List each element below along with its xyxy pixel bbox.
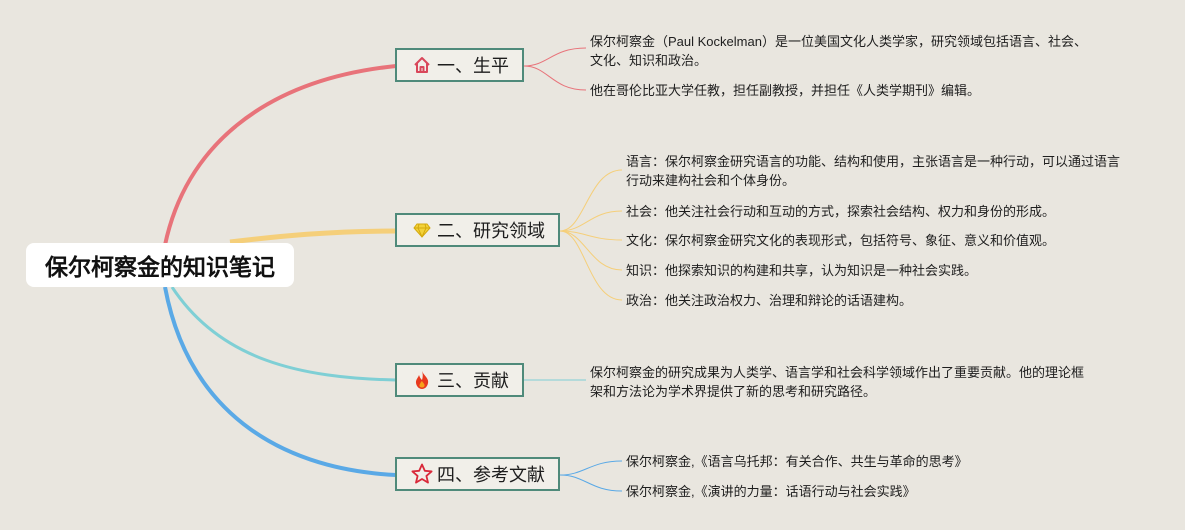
note-item[interactable]: 知识：他探索知识的构建和共享，认为知识是一种社会实践。 bbox=[626, 263, 978, 278]
branch-biography[interactable]: 一、生平 bbox=[395, 48, 524, 82]
note-item[interactable]: 保尔柯察金,《演讲的力量：话语行动与社会实践》 bbox=[626, 484, 916, 499]
sub-connector bbox=[559, 474, 623, 492]
sub-connector bbox=[559, 230, 623, 271]
note-item[interactable]: 文化：保尔柯察金研究文化的表现形式，包括符号、象征、意义和价值观。 bbox=[626, 233, 1056, 248]
sub-connector bbox=[559, 169, 623, 232]
fire-icon bbox=[411, 369, 433, 391]
connector-branch-3 bbox=[170, 286, 397, 382]
sub-connector bbox=[559, 460, 623, 476]
note-item[interactable]: 社会：他关注社会行动和互动的方式，探索社会结构、权力和身份的形成。 bbox=[626, 204, 1056, 219]
sub-connector bbox=[559, 230, 623, 241]
sub-connector bbox=[523, 65, 587, 91]
note-item[interactable]: 保尔柯察金的研究成果为人类学、语言学和社会科学领域作出了重要贡献。他的理论框架和… bbox=[590, 365, 1085, 399]
note-item[interactable]: 语言：保尔柯察金研究语言的功能、结构和使用，主张语言是一种行动，可以通过语言行动… bbox=[626, 154, 1121, 188]
branch-label: 四、参考文献 bbox=[437, 465, 545, 485]
connector-branch-1 bbox=[163, 64, 397, 246]
sub-connector bbox=[559, 210, 623, 232]
note-item[interactable]: 保尔柯察金（Paul Kockelman）是一位美国文化人类学家，研究领域包括语… bbox=[590, 34, 1087, 68]
note-item[interactable]: 他在哥伦比亚大学任教，担任副教授，并担任《人类学期刊》编辑。 bbox=[590, 83, 981, 98]
star-icon bbox=[411, 463, 433, 485]
sub-connector bbox=[523, 47, 587, 67]
branch-label: 三、贡献 bbox=[437, 371, 509, 391]
branch-contributions[interactable]: 三、贡献 bbox=[395, 363, 524, 397]
connector-branch-2 bbox=[229, 228, 397, 245]
note-item[interactable]: 保尔柯察金,《语言乌托邦：有关合作、共生与革命的思考》 bbox=[626, 454, 968, 469]
gem-icon bbox=[411, 219, 433, 241]
branch-research-areas[interactable]: 二、研究领域 bbox=[395, 213, 560, 247]
root-topic[interactable]: 保尔柯察金的知识笔记 bbox=[26, 243, 294, 287]
branch-label: 二、研究领域 bbox=[437, 221, 545, 241]
note-item[interactable]: 政治：他关注政治权力、治理和辩论的话语建构。 bbox=[626, 293, 913, 308]
connector-branch-4 bbox=[163, 286, 397, 477]
sub-connector bbox=[559, 230, 623, 301]
home-icon bbox=[411, 54, 433, 76]
branch-label: 一、生平 bbox=[437, 56, 509, 76]
branch-references[interactable]: 四、参考文献 bbox=[395, 457, 560, 491]
